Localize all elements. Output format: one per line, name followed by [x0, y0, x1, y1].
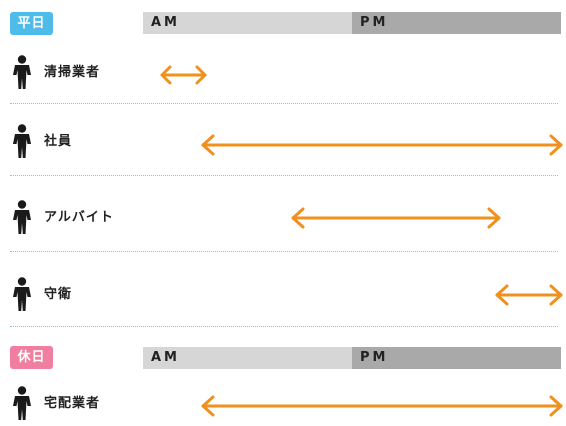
role-row-employee: 社員 [0, 124, 566, 164]
arrow-guard [495, 284, 563, 306]
role-row-cleaner: 清掃業者 [0, 55, 566, 95]
role-row-parttimer: アルバイト [0, 200, 566, 240]
arrow-cleaner [160, 65, 207, 85]
weekday-time-bar: AM PM [143, 12, 561, 34]
pm-label: PM [360, 350, 389, 365]
pm-label: PM [360, 15, 389, 30]
person-icon [13, 55, 31, 89]
role-label: 清掃業者 [44, 65, 101, 80]
person-icon [13, 386, 31, 420]
row-divider [10, 326, 558, 327]
role-row-guard: 守衛 [0, 277, 566, 317]
person-icon [13, 200, 31, 234]
role-label: 社員 [44, 134, 73, 149]
arrow-courier [201, 395, 563, 417]
holiday-time-bar: AM PM [143, 347, 561, 369]
role-row-courier: 宅配業者 [0, 386, 566, 426]
am-label: AM [151, 350, 180, 365]
am-segment: AM [143, 347, 352, 369]
person-icon [13, 124, 31, 158]
pm-segment: PM [352, 347, 561, 369]
holiday-badge: 休日 [10, 346, 53, 369]
person-icon [13, 277, 31, 311]
am-label: AM [151, 15, 180, 30]
role-label: 宅配業者 [44, 396, 101, 411]
role-label: アルバイト [44, 210, 114, 225]
row-divider [10, 251, 558, 252]
row-divider [10, 175, 558, 176]
role-label: 守衛 [44, 287, 73, 302]
arrow-parttimer [291, 207, 501, 229]
row-divider [10, 103, 558, 104]
am-segment: AM [143, 12, 352, 34]
pm-segment: PM [352, 12, 561, 34]
weekday-badge: 平日 [10, 12, 53, 35]
arrow-employee [201, 134, 563, 156]
